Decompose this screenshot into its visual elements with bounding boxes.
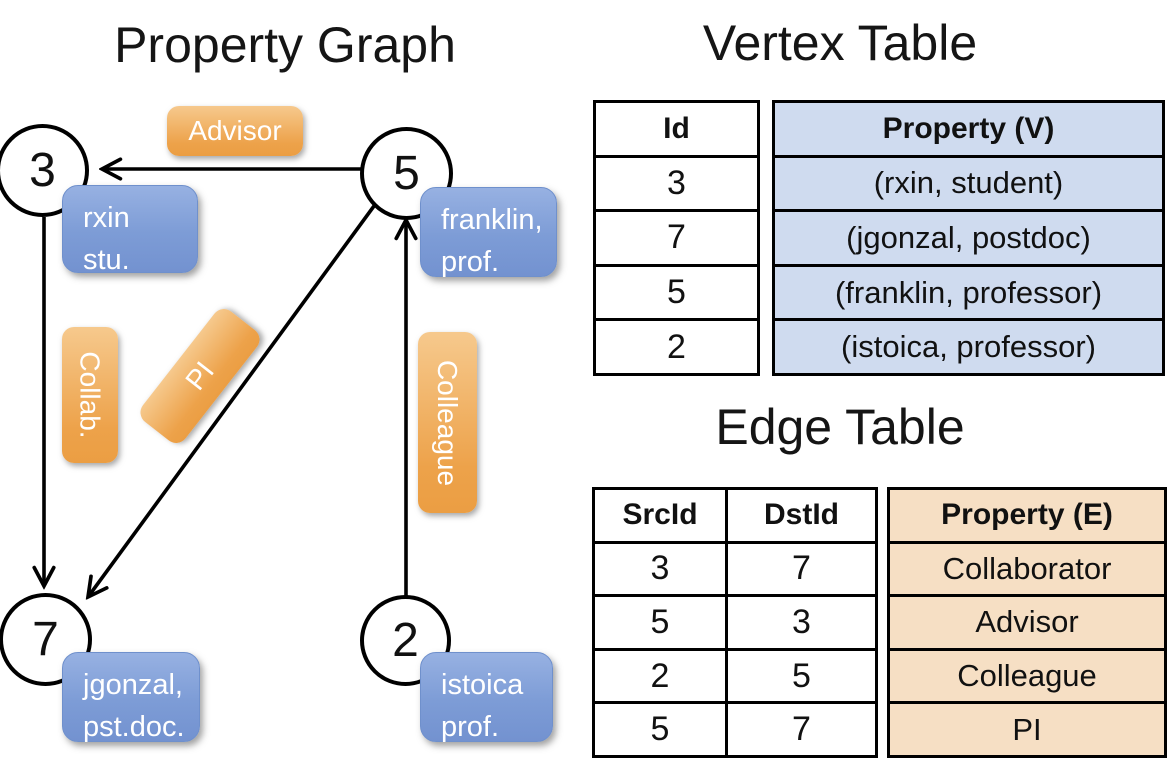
edge-src-cell: 5 [595,704,728,755]
table-row: 3 7 [595,540,875,595]
edge-property-cell: Colleague [957,658,1097,694]
edge-label-advisor: Advisor [167,106,303,156]
edge-dst-cell: 3 [792,602,811,641]
edge-table-property-header: Property (E) [941,498,1113,532]
edge-src-cell: 3 [595,543,728,595]
edge-table-dstid-header: DstId [764,498,839,532]
edge-table-title: Edge Table [715,399,965,455]
vertex-label-franklin-line1: franklin, [441,204,543,236]
edge-label-collab: Collab. [62,327,118,463]
edge-property-cell: PI [1012,711,1042,747]
vertex-label-franklin-line2: prof. [441,246,500,279]
property-graph-title: Property Graph [114,17,456,73]
edge-dst-cell: 7 [792,549,811,588]
table-row: 2 5 [595,647,875,702]
node-2-id: 2 [392,614,419,667]
table-row: (franklin, professor) [775,263,1162,319]
table-row: (jgonzal, postdoc) [775,209,1162,264]
vertex-table-property-header: Property (V) [882,111,1055,145]
edge-table-srcid-header: SrcId [595,490,728,541]
vertex-property-cell: (istoica, professor) [841,329,1096,365]
edge-line-pi-5-to-7 [88,204,376,597]
vertex-property-cell: (franklin, professor) [834,274,1103,310]
table-row: 2 [596,318,757,373]
vertex-label-istoica-line2: prof. [441,711,500,744]
vertex-label-rxin-line2: stu. [83,244,130,277]
table-row: Collaborator [890,540,1164,595]
table-row: PI [890,701,1164,755]
edge-property-cell: Advisor [975,604,1079,640]
edge-label-colleague-text: Colleague [432,359,464,486]
table-row: (istoica, professor) [775,318,1162,373]
vertex-table-title: Vertex Table [702,15,978,71]
edge-dst-cell: 5 [792,656,811,695]
edge-property-cell: Collaborator [942,550,1112,586]
node-7-id: 7 [32,613,59,666]
table-row: (rxin, student) [775,154,1162,210]
table-row: Colleague [890,647,1164,702]
vertex-label-rxin: rxin stu. [62,185,198,276]
vertex-id-cell: 2 [667,327,686,366]
vertex-id-cell: 7 [667,218,686,257]
table-row: 5 3 [595,594,875,648]
edge-dst-cell: 7 [792,710,811,749]
vertex-id-cell: 5 [667,273,686,312]
vertex-label-rxin-line1: rxin [83,202,130,234]
edge-src-cell: 5 [595,597,728,648]
edge-label-advisor-text: Advisor [188,115,282,146]
vertex-table-id-header: Id [663,111,690,145]
vertex-property-cell: (jgonzal, postdoc) [846,219,1091,255]
vertex-label-istoica-line1: istoica [441,669,524,701]
edge-label-colleague: Colleague [418,332,477,513]
node-3-id: 3 [29,144,56,197]
edge-table-ids-columns: SrcId DstId 3 7 5 3 2 5 5 7 [592,487,878,758]
vertex-property-cell: (rxin, student) [873,165,1064,201]
table-row: Advisor [890,594,1164,648]
graph-node-3: 3 [0,124,89,217]
vertex-label-jgonzal: jgonzal, pst.doc. [62,652,200,743]
vertex-label-istoica: istoica prof. [420,652,553,743]
vertex-table-property-column: Property (V) (rxin, student) (jgonzal, p… [772,100,1165,376]
vertex-label-jgonzal-line2: pst.doc. [83,711,185,744]
table-row: 7 [596,209,757,264]
table-row: 3 [596,154,757,210]
vertex-table-id-column: Id 3 7 5 2 [593,100,760,376]
vertex-label-franklin: franklin, prof. [420,187,557,278]
edge-label-collab-text: Collab. [75,351,107,439]
edge-label-pi-text: PI [179,355,220,396]
vertex-id-cell: 3 [667,163,686,202]
node-5-id: 5 [393,147,420,200]
table-row: 5 7 [595,701,875,755]
edge-table-property-column: Property (E) Collaborator Advisor Collea… [887,487,1167,758]
table-row: 5 [596,263,757,319]
edge-src-cell: 2 [595,650,728,702]
vertex-label-jgonzal-line1: jgonzal, [83,669,183,701]
